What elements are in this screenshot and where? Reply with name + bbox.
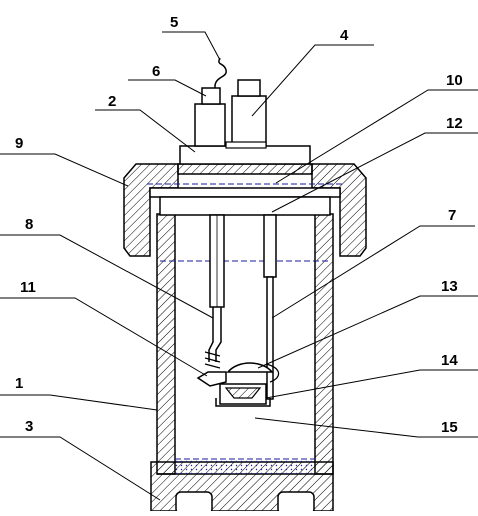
top-block xyxy=(179,57,311,165)
callout-13: 13 xyxy=(441,278,458,295)
callout-10: 10 xyxy=(446,72,463,89)
callout-9: 9 xyxy=(15,135,23,152)
callout-7: 7 xyxy=(448,207,456,224)
vessel-body xyxy=(156,213,334,475)
seal-plate xyxy=(147,183,343,262)
callout-2: 2 xyxy=(108,93,116,110)
callout-5: 5 xyxy=(170,14,178,31)
callout-4: 4 xyxy=(340,27,349,44)
callout-12: 12 xyxy=(446,115,463,132)
electrodes xyxy=(204,214,277,400)
callout-11: 11 xyxy=(20,279,36,296)
callout-3: 3 xyxy=(25,418,33,435)
callout-15: 15 xyxy=(441,419,458,436)
callout-labels: 1 2 3 4 5 6 7 8 9 10 11 12 13 14 15 xyxy=(15,14,463,436)
sample-holder xyxy=(196,362,280,407)
cap-nut xyxy=(123,163,367,257)
callout-8: 8 xyxy=(25,216,33,233)
callout-6: 6 xyxy=(152,63,160,80)
callout-14: 14 xyxy=(441,352,458,369)
leader-lines xyxy=(0,31,478,501)
callout-1: 1 xyxy=(15,375,23,392)
